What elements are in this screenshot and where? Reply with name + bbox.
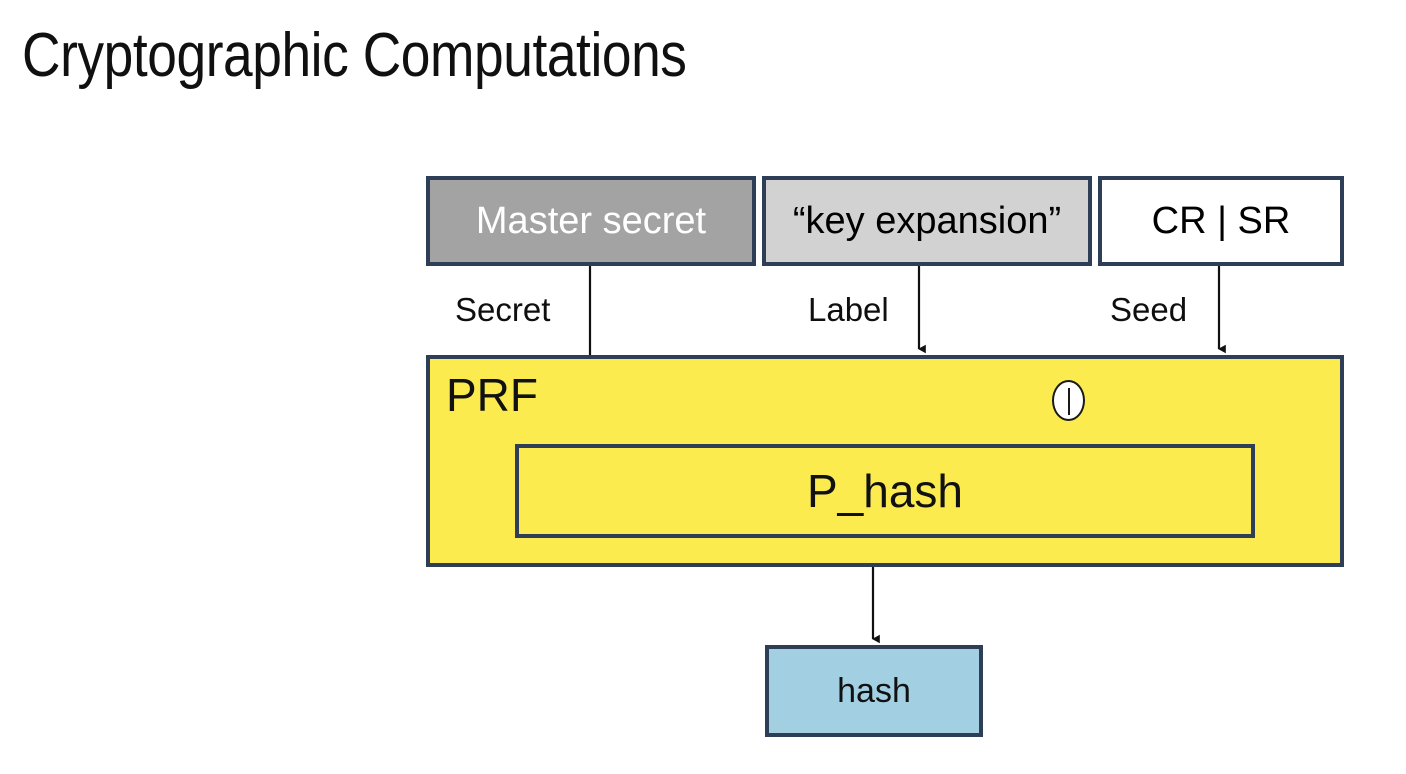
node-p-hash-label: P_hash [806, 465, 963, 517]
concatenation-bar-icon [1067, 388, 1070, 415]
node-hash-output-label: hash [837, 671, 911, 710]
node-hash-output[interactable]: hash [765, 645, 983, 737]
edge-label-label: Label [808, 291, 889, 328]
node-cr-sr-label: CR | SR [1151, 199, 1291, 242]
node-master-secret[interactable]: Master secret [426, 176, 756, 266]
edge-label-seed: Seed [1110, 291, 1188, 328]
page-title: Cryptographic Computations [22, 21, 687, 90]
node-key-expansion-label: “key expansion” [792, 199, 1062, 242]
node-key-expansion[interactable]: “key expansion” [762, 176, 1092, 266]
node-p-hash[interactable]: P_hash [515, 444, 1255, 538]
node-prf-label: PRF [446, 369, 538, 421]
node-master-secret-label: Master secret [475, 199, 707, 242]
concatenation-icon [1052, 380, 1085, 421]
node-cr-sr[interactable]: CR | SR [1098, 176, 1344, 266]
edge-label-secret: Secret [455, 291, 551, 328]
